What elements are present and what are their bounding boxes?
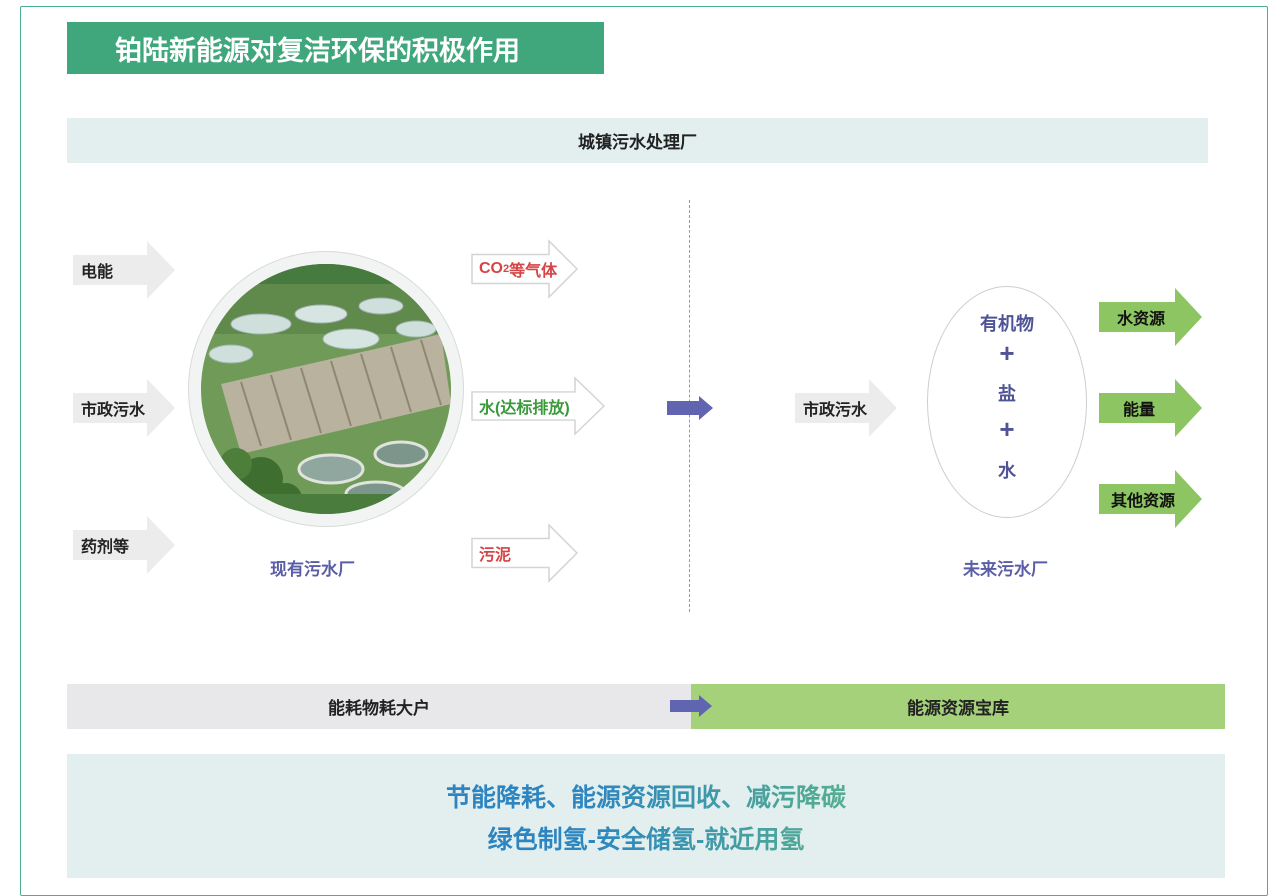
output-gas-post: 等气体 xyxy=(509,263,558,280)
output-arrow-sludge: 污泥 xyxy=(471,523,579,583)
plus-sign: + xyxy=(999,338,1015,368)
bottom-bar-right: 能源资源宝库 xyxy=(691,684,1225,729)
output-label: 能量 xyxy=(1123,402,1156,419)
input-label: 药剂等 xyxy=(81,539,130,556)
output-label: 其他资源 xyxy=(1111,493,1176,510)
plus-sign: + xyxy=(999,414,1015,444)
summary-box: 节能降耗、能源资源回收、减污降碳 绿色制氢-安全储氢-就近用氢 xyxy=(67,754,1225,878)
output-arrow-water: 水(达标排放) xyxy=(471,376,606,436)
input-label: 市政污水 xyxy=(81,402,146,419)
output-label-sludge: 污泥 xyxy=(479,547,512,564)
input-arrow-sewage-future: 市政污水 xyxy=(795,379,897,437)
resource-ellipse xyxy=(927,286,1087,518)
input-arrow-electricity: 电能 xyxy=(73,241,175,299)
output-gas-sub: 2 xyxy=(503,263,510,275)
input-arrow-sewage: 市政污水 xyxy=(73,379,175,437)
ellipse-item-water: 水 xyxy=(998,461,1016,481)
ellipse-item-salt: 盐 xyxy=(998,384,1016,404)
transition-arrow xyxy=(667,396,713,420)
input-label: 电能 xyxy=(81,264,114,281)
input-label: 市政污水 xyxy=(803,402,868,419)
output-gas-pre: CO xyxy=(479,260,503,277)
ellipse-item-organics: 有机物 xyxy=(980,314,1034,334)
output-arrow-other-resources: 其他资源 xyxy=(1099,470,1202,528)
output-arrow-water-resource: 水资源 xyxy=(1099,288,1202,346)
bottom-transition-arrow xyxy=(670,695,712,717)
page-title: 铂陆新能源对复洁环保的积极作用 xyxy=(67,22,604,74)
summary-line-1: 节能降耗、能源资源回收、减污降碳 xyxy=(67,778,1225,814)
left-caption: 现有污水厂 xyxy=(270,560,355,579)
output-arrow-energy: 能量 xyxy=(1099,379,1202,437)
wastewater-plant-image xyxy=(201,264,451,514)
output-label-water: 水(达标排放) xyxy=(479,400,570,417)
right-caption: 未来污水厂 xyxy=(963,560,1048,579)
input-arrow-chemicals: 药剂等 xyxy=(73,516,175,574)
output-label: 水资源 xyxy=(1117,311,1166,328)
summary-line-2: 绿色制氢-安全储氢-就近用氢 xyxy=(67,820,1225,856)
bottom-bar-left: 能耗物耗大户 xyxy=(67,684,691,729)
header-bar: 城镇污水处理厂 xyxy=(67,118,1208,163)
plant-photo-circle xyxy=(189,252,463,526)
